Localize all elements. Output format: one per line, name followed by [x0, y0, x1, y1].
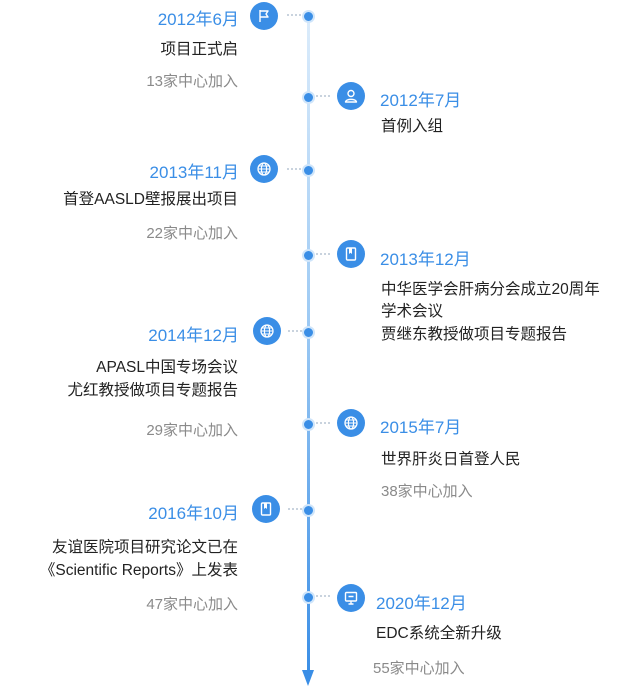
event-date: 2020年12月 [376, 594, 467, 613]
event-count: 47家中心加入 [146, 596, 238, 613]
timeline-dot [302, 418, 315, 431]
event-text-line: 学术会议 [381, 303, 444, 320]
connector [316, 595, 330, 597]
event-text-line: 世界肝炎日首登人民 [381, 451, 521, 468]
event-date: 2015年7月 [380, 418, 462, 437]
timeline-dot [302, 504, 315, 517]
event-date: 2014年12月 [148, 326, 239, 345]
timeline-dot [302, 249, 315, 262]
event-count: 55家中心加入 [373, 660, 465, 677]
event-date: 2012年6月 [157, 10, 239, 29]
event-count: 38家中心加入 [381, 483, 473, 500]
timeline-arrow-head [302, 670, 314, 686]
event-text-line: 《Scientific Reports》上发表 [39, 562, 238, 579]
event-text-line: 友谊医院项目研究论文已在 [51, 539, 238, 556]
event-text-line: APASL中国专场会议 [96, 359, 238, 376]
timeline-axis [307, 14, 310, 676]
timeline-dot [302, 164, 315, 177]
book-icon [337, 240, 365, 268]
timeline-dot [302, 326, 315, 339]
person-icon [337, 82, 365, 110]
flag-icon [250, 2, 278, 30]
event-count: 22家中心加入 [146, 225, 238, 242]
timeline-dot [302, 10, 315, 23]
globe-icon [337, 409, 365, 437]
connector [288, 330, 302, 332]
event-text-line: 贾继东教授做项目专题报告 [381, 326, 568, 343]
globe-icon [250, 155, 278, 183]
connector [316, 95, 330, 97]
connector [316, 422, 330, 424]
event-text-line: EDC系统全新升级 [376, 625, 502, 642]
event-text-line: 首例入组 [381, 118, 444, 135]
event-date: 2012年7月 [380, 91, 462, 110]
connector [288, 508, 302, 510]
event-count: 29家中心加入 [146, 422, 238, 439]
event-count: 13家中心加入 [146, 73, 238, 90]
event-text-line: 项目正式启 [160, 41, 238, 58]
timeline-dot [302, 591, 315, 604]
event-date: 2013年12月 [380, 250, 471, 269]
event-date: 2013年11月 [149, 163, 239, 182]
monitor-icon [337, 584, 365, 612]
event-text-line: 尤红教授做项目专题报告 [67, 382, 238, 399]
connector [316, 253, 330, 255]
globe-icon [253, 317, 281, 345]
book-icon [252, 495, 280, 523]
timeline-dot [302, 91, 315, 104]
event-date: 2016年10月 [148, 504, 239, 523]
event-text-line: 中华医学会肝病分会成立20周年 [381, 281, 600, 298]
connector [287, 168, 301, 170]
connector [287, 14, 301, 16]
event-text-line: 首登AASLD壁报展出项目 [63, 191, 238, 208]
